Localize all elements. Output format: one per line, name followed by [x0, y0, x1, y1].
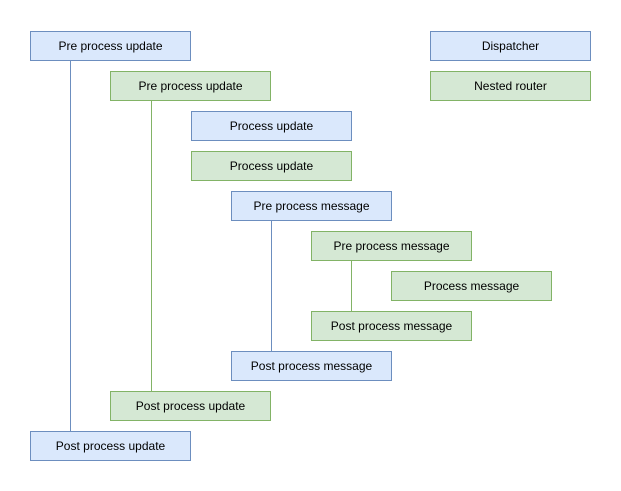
node-n8[interactable]: Post process message — [311, 311, 472, 341]
node-label: Post process message — [250, 358, 373, 373]
node-n2[interactable]: Pre process update — [110, 71, 271, 101]
node-label: Post process update — [135, 398, 246, 413]
node-n4[interactable]: Process update — [191, 151, 352, 181]
node-label: Pre process message — [253, 198, 370, 213]
node-label: Pre process update — [138, 78, 243, 93]
node-label: Post process message — [330, 318, 453, 333]
node-n3[interactable]: Process update — [191, 111, 352, 141]
connector-n2-to-n10 — [151, 101, 152, 391]
legend-item-label: Nested router — [474, 78, 547, 93]
node-n9[interactable]: Post process message — [231, 351, 392, 381]
node-n10[interactable]: Post process update — [110, 391, 271, 421]
node-label: Process message — [423, 278, 520, 293]
node-label: Pre process update — [58, 38, 163, 53]
legend-item-dispatcher[interactable]: Dispatcher — [430, 31, 591, 61]
connector-n6-to-n8 — [351, 261, 352, 311]
legend-item-router[interactable]: Nested router — [430, 71, 591, 101]
connector-n5-to-n9 — [271, 221, 272, 351]
node-label: Pre process message — [333, 238, 450, 253]
node-n5[interactable]: Pre process message — [231, 191, 392, 221]
node-label: Post process update — [55, 438, 166, 453]
node-label: Process update — [229, 118, 314, 133]
legend-item-label: Dispatcher — [481, 38, 540, 53]
node-n7[interactable]: Process message — [391, 271, 552, 301]
node-n6[interactable]: Pre process message — [311, 231, 472, 261]
node-n11[interactable]: Post process update — [30, 431, 191, 461]
connector-n1-to-n11 — [70, 61, 71, 431]
node-n1[interactable]: Pre process update — [30, 31, 191, 61]
node-label: Process update — [229, 158, 314, 173]
